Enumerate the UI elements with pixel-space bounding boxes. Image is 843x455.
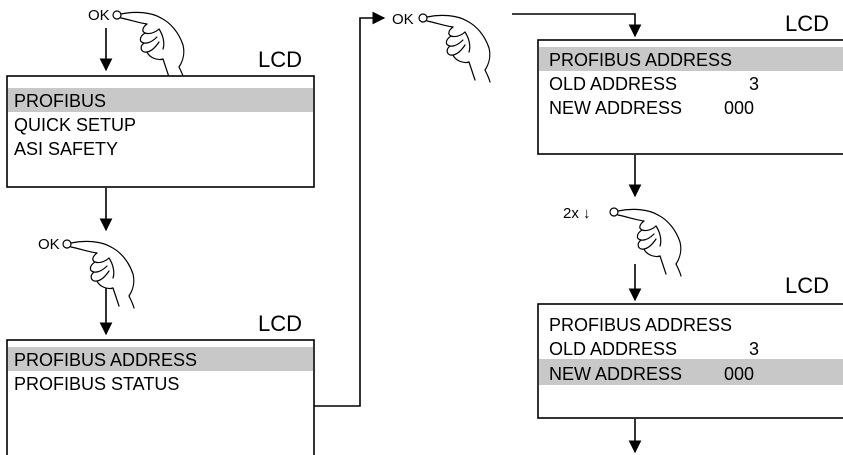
lcd-screen-profibus-menu: PROFIBUS ADDRESS PROFIBUS STATUS — [6, 339, 315, 455]
menu-item-quick-setup[interactable]: QUICK SETUP — [14, 115, 136, 135]
lcd-label: LCD — [258, 311, 302, 336]
lcd-label: LCD — [785, 273, 829, 298]
highlight-bar — [539, 47, 843, 71]
highlight-bar — [539, 359, 843, 385]
pointing-hand-icon — [609, 207, 682, 277]
flow-connector — [314, 11, 386, 407]
pointing-hand-icon — [112, 10, 185, 80]
menu-item-profibus[interactable]: PROFIBUS — [14, 91, 106, 111]
old-address-value: 3 — [749, 339, 759, 359]
pointing-hand-icon — [62, 239, 135, 309]
menu-item-profibus-address[interactable]: PROFIBUS ADDRESS — [14, 350, 197, 370]
ok-label: OK — [38, 236, 60, 253]
old-address-label: OLD ADDRESS — [549, 74, 677, 94]
lcd-screen-main-menu: PROFIBUS QUICK SETUP ASI SAFETY — [6, 75, 315, 188]
flow-arrow — [512, 13, 642, 38]
menu-item-asi-safety[interactable]: ASI SAFETY — [14, 139, 118, 159]
lcd-label: LCD — [785, 11, 829, 36]
new-address-label: NEW ADDRESS — [549, 364, 682, 384]
lcd-screen-profibus-address: PROFIBUS ADDRESS OLD ADDRESS 3 NEW ADDRE… — [537, 39, 843, 155]
new-address-value[interactable]: 000 — [724, 364, 754, 384]
highlight-bar — [8, 88, 313, 112]
pointing-hand-icon — [418, 13, 491, 83]
address-title: PROFIBUS ADDRESS — [549, 50, 732, 70]
old-address-value: 3 — [749, 74, 759, 94]
highlight-bar — [8, 347, 313, 371]
lcd-screen-new-address: PROFIBUS ADDRESS OLD ADDRESS 3 NEW ADDRE… — [537, 303, 843, 419]
address-title: PROFIBUS ADDRESS — [549, 315, 732, 335]
ok-label: OK — [392, 11, 414, 28]
ok-label: OK — [88, 7, 110, 24]
old-address-label: OLD ADDRESS — [549, 339, 677, 359]
new-address-value[interactable]: 000 — [724, 98, 754, 118]
menu-item-profibus-status[interactable]: PROFIBUS STATUS — [14, 374, 179, 394]
new-address-label: NEW ADDRESS — [549, 98, 682, 118]
lcd-label: LCD — [258, 47, 302, 72]
down-twice-label: 2x ↓ — [563, 205, 591, 222]
